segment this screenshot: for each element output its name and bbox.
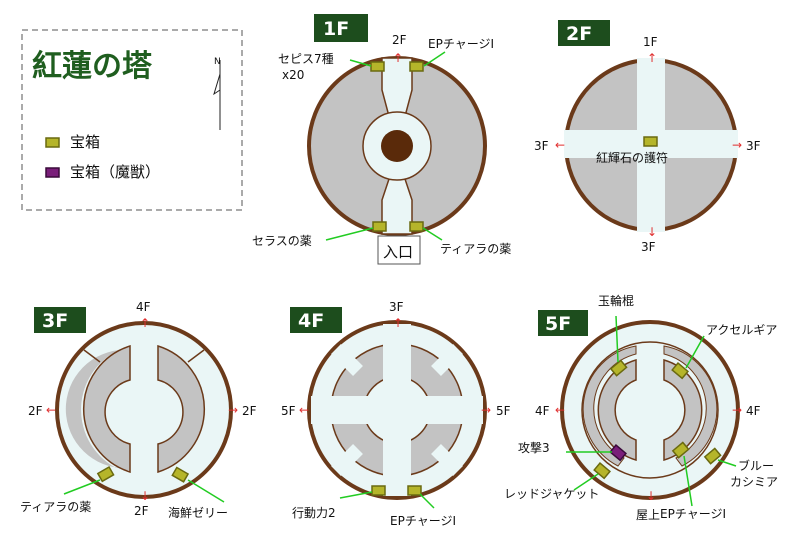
item-action-2: 行動力2 [292,506,336,520]
floor-4f-exit-left: 5F [281,404,296,418]
floor-1f-exit-up: 2F [392,33,407,47]
right-arrow-icon: → [228,403,238,417]
floor-3f-right-room [157,344,205,474]
right-arrow-icon: → [481,403,491,417]
floor-2f-exit-right: 3F [746,139,761,153]
monster-chest-legend-icon [45,167,60,178]
chest-icon[interactable] [671,362,689,380]
item-ep-charge: EPチャージⅠ [660,507,726,521]
compass-icon: N [213,57,221,130]
floor-2f-badge [558,20,610,46]
item-sepis-qty: x20 [282,68,304,82]
floor-2f-label: 2F [566,23,592,45]
floor-4f-label: 4F [298,310,324,332]
floor-3f-exit-down: 2F [134,504,149,518]
down-arrow-icon: ↓ [140,489,150,503]
item-tiara: ティアラの薬 [20,500,91,514]
chest-icon[interactable] [372,221,387,232]
floor-3f-exit-right: 2F [242,404,257,418]
chest-icon[interactable] [609,359,628,377]
chest-icon[interactable] [96,466,115,483]
floor-1f-map: 1F ↑ 2F 入口 セピス7種 x20 EPチャージⅠ セラスの薬 ティアラの… [252,14,511,265]
left-arrow-icon: ← [555,403,565,417]
item-accel-gear: アクセルギア [706,323,777,337]
chest-icon[interactable] [703,447,722,465]
item-ep-charge: EPチャージⅠ [428,37,494,51]
left-arrow-icon: ← [299,403,309,417]
floor-5f-map: 5F ← 4F → 4F ↓ 屋上 玉輪棍 アクセルギア 攻撃3 ブルー カシミ… [504,293,778,522]
left-arrow-icon: ← [46,403,56,417]
down-arrow-icon: ↓ [647,225,657,239]
item-sepis: セピス7種 [278,52,334,66]
floor-1f-entrance-box [377,235,421,265]
floor-5f-right-room [663,359,703,461]
floor-3f-exit-left: 2F [28,404,43,418]
item-blue-cashmere-1: ブルー [738,458,774,473]
floor-1f-badge [314,14,368,42]
floor-5f-exit-right: 4F [746,404,761,418]
floor-5f-exit-down: 屋上 [636,508,660,522]
item-seras: セラスの薬 [252,234,312,248]
map-title: 紅蓮の塔 [32,49,153,84]
chest-icon[interactable] [370,61,385,72]
item-ep-charge: EPチャージⅠ [390,514,456,528]
chest-icon[interactable] [409,221,424,232]
floor-5f-outer-ring [581,341,719,479]
chest-icon[interactable] [643,136,658,147]
legend-chest-label: 宝箱 [70,133,100,151]
floor-3f-label: 3F [42,310,68,332]
chest-icon[interactable] [409,61,424,72]
floor-3f-badge [34,307,86,333]
floor-2f-exit-down: 3F [641,240,656,254]
item-crimson-amulet: 紅輝石の護符 [596,150,668,165]
up-arrow-icon: ↑ [647,51,657,65]
monster-chest-icon[interactable] [609,444,627,462]
up-arrow-icon: ↑ [393,316,403,330]
floor-3f-map: 3F ↑ 4F ← 2F → 2F ↓ 2F ティアラの薬 海鮮ゼリー [20,300,257,520]
up-arrow-icon: ↑ [140,316,150,330]
floor-4f-corridor-h [311,396,483,424]
floor-3f-left-room [83,344,131,474]
item-gyokurin: 玉輪棍 [598,293,634,308]
chest-icon[interactable] [171,466,190,483]
chest-icon[interactable] [371,485,386,496]
item-seafood-jelly: 海鮮ゼリー [168,505,228,520]
up-arrow-icon: ↑ [393,51,403,65]
legend-monster-chest-label: 宝箱（魔獣） [70,163,160,181]
floor-2f-map: 2F ↑ 1F ← 3F → 3F ↓ 3F 紅輝石の護符 [534,20,761,254]
item-red-jacket: レッドジャケット [504,487,599,501]
compass-north-label: N [214,57,221,67]
chest-icon[interactable] [407,485,422,496]
floor-4f-badge [290,307,342,333]
floor-5f-left-room [597,359,637,461]
floor-1f-pillar [381,130,413,162]
floor-1f-label: 1F [323,18,349,40]
floor-5f-badge [538,310,588,336]
floor-3f-exit-up: 4F [136,300,151,314]
floor-5f-exit-left: 4F [535,404,550,418]
item-attack-3: 攻撃3 [518,440,550,455]
item-tiara: ティアラの薬 [440,242,511,256]
down-arrow-icon: ↓ [646,489,656,503]
floor-5f-label: 5F [545,313,571,335]
chest-icon[interactable] [671,441,690,459]
left-arrow-icon: ← [555,138,565,152]
floor-4f-exit-right: 5F [496,404,511,418]
right-arrow-icon: → [732,403,742,417]
floor-2f-exit-up: 1F [643,35,658,49]
floor-1f-entrance-label: 入口 [383,243,413,261]
floor-4f-map: 4F ↑ 3F ← 5F → 5F 行動力2 EPチャージⅠ [281,300,511,528]
floor-4f-exit-up: 3F [389,300,404,314]
item-blue-cashmere-2: カシミア [730,475,778,489]
chest-legend-icon [45,137,60,148]
right-arrow-icon: → [732,138,742,152]
floor-2f-exit-left: 3F [534,139,549,153]
chest-icon[interactable] [593,462,611,480]
legend-panel: 紅蓮の塔 N 宝箱 宝箱（魔獣） [21,29,243,211]
